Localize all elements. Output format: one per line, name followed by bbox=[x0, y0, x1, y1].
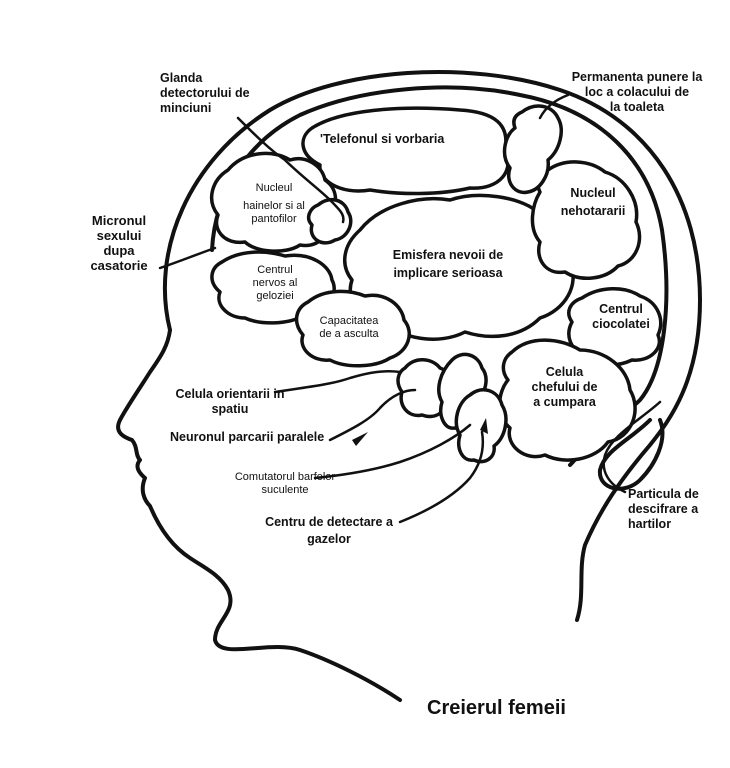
label-particula-line3: hartilor bbox=[628, 517, 672, 531]
label-permanenta-line1: Permanenta punere la bbox=[571, 70, 703, 84]
face-profile bbox=[116, 328, 402, 702]
label-celula-chef-line3: a cumpara bbox=[533, 395, 596, 409]
label-particula-line2: descifrare a bbox=[628, 502, 699, 516]
label-centru-gaze-line1: Centru de detectare a bbox=[265, 515, 393, 529]
label-micronul-line1: Micronul bbox=[91, 213, 147, 228]
blob-lower-3 bbox=[454, 388, 508, 464]
blob-capacitatea bbox=[294, 289, 411, 368]
label-emisfera: Emisfera nevoii de implicare serioasa bbox=[378, 248, 518, 281]
label-nucleu-haine-line3: pantofilor bbox=[251, 213, 297, 225]
pointer-permanenta bbox=[538, 93, 570, 120]
label-emisfera-line1: Emisfera nevoii de bbox=[392, 248, 504, 262]
label-neuronul: Neuronul parcarii paralele bbox=[170, 430, 325, 444]
label-nucleu-nehotarare-line1: Nucleul bbox=[570, 186, 616, 200]
label-centrul-gelozie: Centrul nervos al geloziei bbox=[235, 264, 315, 303]
label-capacitatea-line2: de a asculta bbox=[319, 328, 379, 340]
blob-nucleul-nehotararii bbox=[530, 160, 642, 280]
label-celula-chef: Celula chefului de a cumpara bbox=[522, 365, 607, 410]
label-comutatorul-line2: suculente bbox=[261, 484, 309, 496]
arrowhead-neuronul bbox=[352, 432, 368, 446]
label-permanenta: Permanenta punere la loc a colacului de … bbox=[562, 70, 712, 115]
blob-telefonul bbox=[301, 106, 510, 196]
pointer-celula-orientare bbox=[273, 370, 402, 394]
pointer-particula bbox=[602, 400, 662, 494]
label-nucleu-nehotarare-line2: nehotararii bbox=[560, 204, 626, 218]
label-nucleu-nehotarare: Nucleul nehotararii bbox=[548, 186, 638, 219]
pointer-glanda bbox=[236, 116, 345, 224]
label-celula-chef-line1: Celula bbox=[545, 365, 584, 379]
pointer-comutatorul bbox=[313, 423, 472, 480]
blob-permanenta bbox=[502, 104, 563, 195]
label-nucleu-haine-line2: hainelor si al bbox=[243, 200, 305, 212]
label-glanda-line3: minciuni bbox=[160, 101, 212, 115]
label-centrul-gelozie-line1: Centrul bbox=[257, 264, 293, 276]
label-centrul-ciocolata: Centrul ciocolatei bbox=[582, 302, 660, 332]
label-particula: Particula de descifrare a hartilor bbox=[628, 487, 699, 532]
label-centru-gaze: Centru de detectare a gazelor bbox=[258, 515, 400, 547]
pointer-micronul bbox=[158, 246, 217, 270]
label-permanenta-line3: la toaleta bbox=[609, 100, 665, 114]
label-glanda: Glanda detectorului de minciuni bbox=[160, 71, 250, 116]
label-centrul-gelozie-line2: nervos al bbox=[252, 277, 298, 289]
label-comutatorul-line1: Comutatorul barfelor bbox=[234, 471, 336, 483]
label-nucleu-haine-line1: Nucleul bbox=[255, 182, 293, 194]
pointer-neuronul bbox=[328, 388, 417, 442]
label-capacitatea-line1: Capacitatea bbox=[319, 315, 379, 327]
label-capacitatea: Capacitatea de a asculta bbox=[305, 315, 393, 341]
label-telefonul: 'Telefonul si vorbaria bbox=[320, 132, 445, 146]
label-centrul-ciocolata-line2: ciocolatei bbox=[592, 317, 650, 331]
label-micronul-line4: casatorie bbox=[90, 258, 148, 273]
label-centru-gaze-line2: gazelor bbox=[307, 532, 351, 546]
label-nucleu-haine: Nucleul hainelor si al pantofilor bbox=[228, 182, 320, 226]
label-micronul-line2: sexului bbox=[96, 228, 142, 243]
label-celula-chef-line2: chefului de bbox=[531, 380, 598, 394]
label-celula-orientare-line2: spatiu bbox=[211, 402, 249, 416]
diagram-title: Creierul femeii bbox=[427, 697, 566, 719]
label-comutatorul: Comutatorul barfelor suculente bbox=[222, 471, 348, 497]
blob-centrul-ciocolatei bbox=[567, 287, 663, 367]
label-permanenta-line2: loc a colacului de bbox=[584, 85, 690, 99]
label-particula-line1: Particula de bbox=[628, 487, 699, 501]
label-glanda-line1: Glanda bbox=[160, 71, 203, 85]
arrowhead-gaze bbox=[480, 418, 488, 434]
ear-outline bbox=[597, 418, 665, 491]
label-glanda-line2: detectorului de bbox=[160, 86, 250, 100]
label-celula-orientare-line1: Celula orientarii in bbox=[175, 387, 285, 401]
blob-celula-chefului bbox=[497, 338, 637, 462]
label-centrul-ciocolata-line1: Centrul bbox=[599, 302, 643, 316]
pointer-centru-gaze bbox=[398, 430, 485, 524]
label-centrul-gelozie-line3: geloziei bbox=[256, 290, 294, 302]
label-celula-orientare: Celula orientarii in spatiu bbox=[168, 387, 292, 417]
label-micronul: Micronul sexului dupa casatorie bbox=[86, 213, 152, 273]
label-micronul-line3: dupa bbox=[103, 243, 135, 258]
label-emisfera-line2: implicare serioasa bbox=[393, 266, 503, 280]
